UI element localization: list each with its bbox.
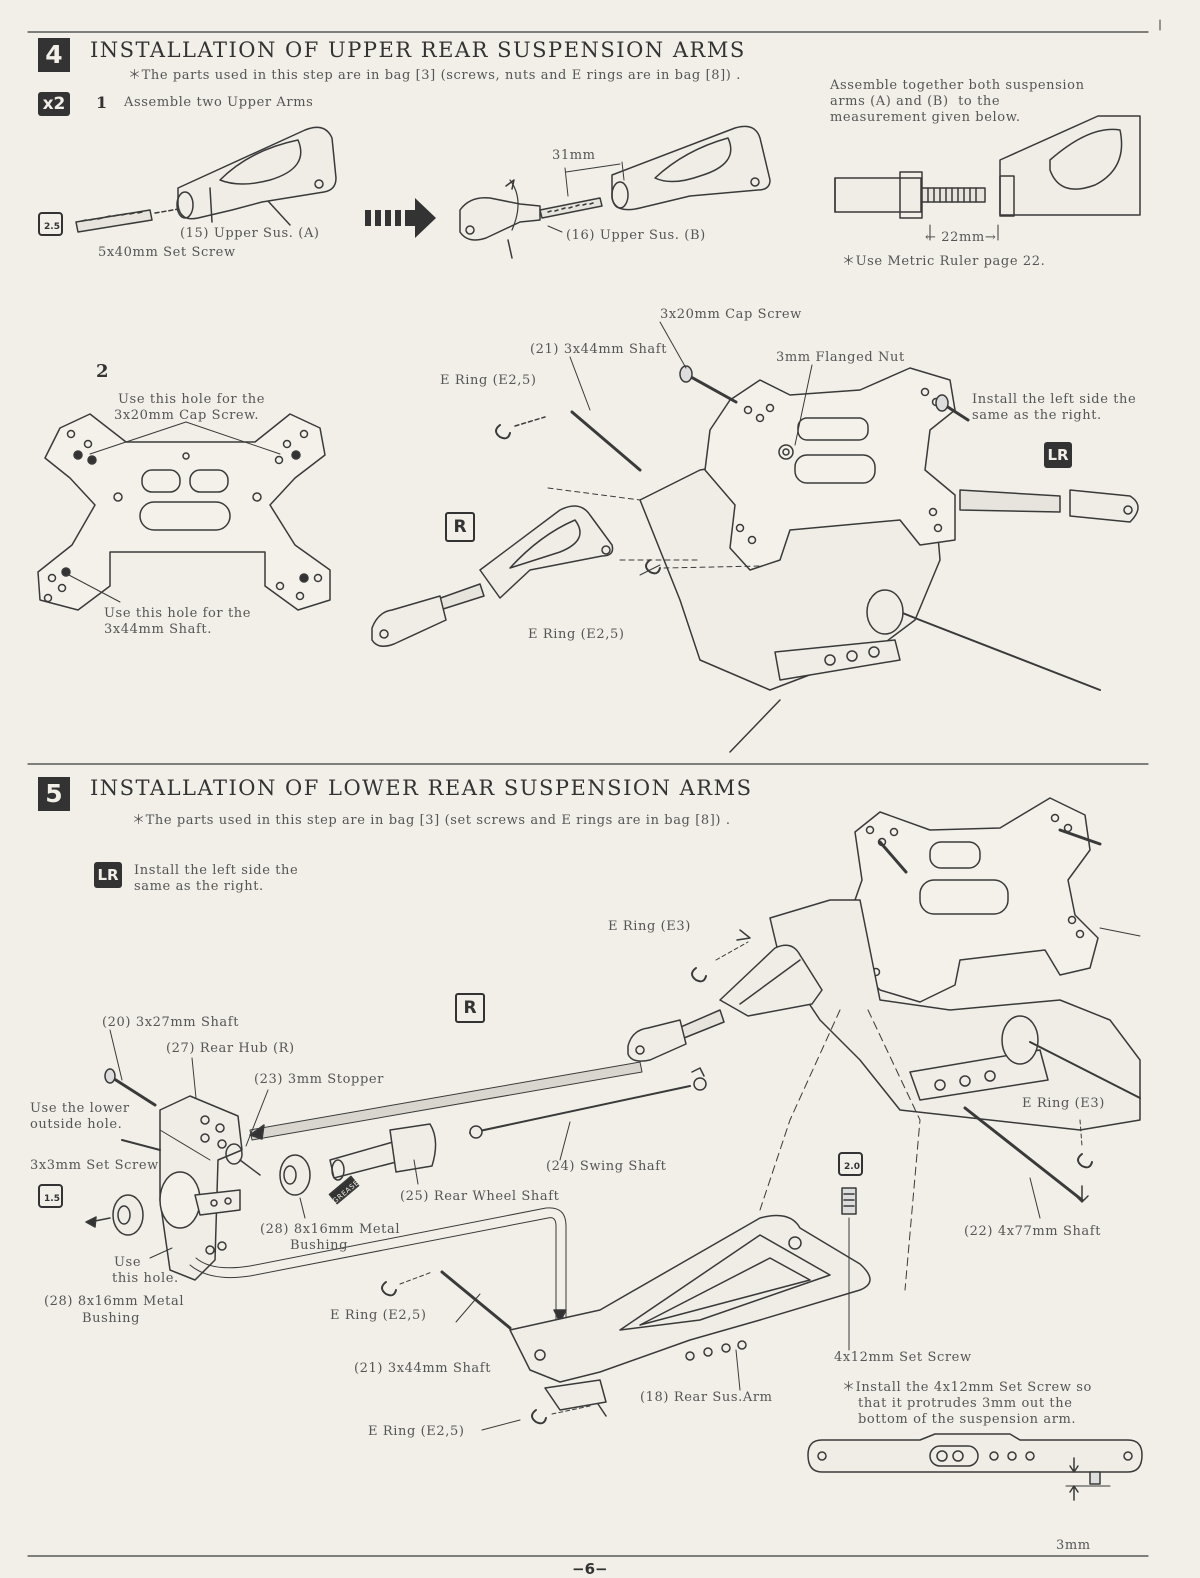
step-5-bag-note: ＊The parts used in this step are in bag … bbox=[132, 813, 731, 828]
set-screw-note-line-3: bottom of the suspension arm. bbox=[858, 1412, 1077, 1427]
label-metal-bushing-left-line-1: (28) 8x16mm Metal bbox=[44, 1294, 185, 1309]
use-this-hole-line-2: this hole. bbox=[112, 1271, 179, 1286]
lower-arm-assembly-drawing bbox=[85, 797, 1141, 1431]
label-rear-hub: (27) Rear Hub (R) bbox=[166, 1041, 295, 1056]
hole-note-top-line-2: 3x20mm Cap Screw. bbox=[114, 408, 260, 423]
label-3mm-protrusion: 3mm bbox=[1056, 1538, 1091, 1553]
label-3x44-shaft: (21) 3x44mm Shaft bbox=[530, 342, 668, 357]
right-side-icon: R bbox=[445, 512, 475, 542]
step-4-number: 4 bbox=[38, 38, 70, 72]
lower-hole-note-line-2: outside hole. bbox=[30, 1117, 123, 1132]
label-22mm: ← 22mm→ bbox=[925, 230, 997, 245]
label-metal-bushing-mid-line-2: Bushing bbox=[290, 1238, 349, 1253]
install-note-line-1: Install the left side the bbox=[134, 863, 299, 878]
label-5x40-set-screw: 5x40mm Set Screw bbox=[98, 245, 236, 260]
label-e-ring-top: E Ring (E2,5) bbox=[440, 373, 537, 388]
left-right-icon: LR bbox=[94, 862, 122, 888]
use-this-hole-line-1: Use bbox=[114, 1255, 142, 1270]
assemble-note-line-1: Assemble together both suspension bbox=[830, 78, 1085, 93]
label-e-ring-e25-mid: E Ring (E2,5) bbox=[330, 1308, 427, 1323]
step-4-title: INSTALLATION OF UPPER REAR SUSPENSION AR… bbox=[90, 38, 746, 62]
quantity-badge: x2 bbox=[38, 92, 70, 116]
set-screw-protrusion-detail bbox=[807, 1433, 1143, 1501]
label-rear-wheel-shaft: (25) Rear Wheel Shaft bbox=[400, 1189, 560, 1204]
label-e-ring-e25-bottom: E Ring (E2,5) bbox=[368, 1424, 465, 1439]
set-screw-note-line-1: ＊Install the 4x12mm Set Screw so bbox=[842, 1380, 1092, 1395]
upper-sus-a-drawing bbox=[176, 126, 337, 226]
substep-2-number: 2 bbox=[96, 361, 110, 382]
label-swing-shaft: (24) Swing Shaft bbox=[546, 1159, 667, 1174]
label-rear-sus-arm: (18) Rear Sus.Arm bbox=[640, 1390, 773, 1405]
label-3x44-shaft: (21) 3x44mm Shaft bbox=[354, 1361, 492, 1376]
assemble-note-line-3: measurement given below. bbox=[830, 110, 1021, 125]
hole-note-top-line-1: Use this hole for the bbox=[118, 392, 266, 407]
page-number: −6− bbox=[572, 1560, 608, 1578]
label-e-ring-e3-right: E Ring (E3) bbox=[1022, 1096, 1105, 1111]
label-4x12-set-screw: 4x12mm Set Screw bbox=[834, 1350, 972, 1365]
label-3x20-cap-screw: 3x20mm Cap Screw bbox=[660, 307, 802, 322]
label-e-ring-e3-top: E Ring (E3) bbox=[608, 919, 691, 934]
label-31mm: 31mm bbox=[552, 148, 596, 163]
metric-ruler-note: ＊Use Metric Ruler page 22. bbox=[842, 254, 1046, 269]
upper-arm-assembly-drawing bbox=[371, 321, 1139, 753]
shock-tower-plate-drawing bbox=[37, 413, 331, 611]
label-4x77-shaft: (22) 4x77mm Shaft bbox=[964, 1224, 1102, 1239]
right-side-icon: R bbox=[455, 993, 485, 1023]
label-3x3-set-screw: 3x3mm Set Screw bbox=[30, 1158, 159, 1173]
install-note-line-2: same as the right. bbox=[134, 879, 264, 894]
install-note-line-2: same as the right. bbox=[972, 408, 1102, 423]
step-5-title: INSTALLATION OF LOWER REAR SUSPENSION AR… bbox=[90, 776, 753, 800]
hex-wrench-icon: 1.5 bbox=[38, 1184, 63, 1208]
label-metal-bushing-left-line-2: Bushing bbox=[82, 1311, 141, 1326]
step-4-bag-note: ＊The parts used in this step are in bag … bbox=[128, 68, 741, 83]
measurement-22mm-drawing bbox=[834, 115, 1141, 241]
substep-1-text: Assemble two Upper Arms bbox=[124, 95, 314, 110]
left-right-icon: LR bbox=[1044, 442, 1072, 468]
hex-wrench-icon: 2.5 bbox=[38, 212, 63, 236]
assemble-note-line-2: arms (A) and (B) to the bbox=[830, 94, 1001, 109]
lower-hole-note-line-1: Use the lower bbox=[30, 1101, 130, 1116]
label-e-ring-bottom: E Ring (E2,5) bbox=[528, 627, 625, 642]
hole-note-bottom-line-1: Use this hole for the bbox=[104, 606, 252, 621]
label-3mm-stopper: (23) 3mm Stopper bbox=[254, 1072, 384, 1087]
label-3x27-shaft: (20) 3x27mm Shaft bbox=[102, 1015, 240, 1030]
install-note-line-1: Install the left side the bbox=[972, 392, 1137, 407]
hole-note-bottom-line-2: 3x44mm Shaft. bbox=[104, 622, 212, 637]
label-metal-bushing-mid-line-1: (28) 8x16mm Metal bbox=[260, 1222, 401, 1237]
label-3mm-flanged-nut: 3mm Flanged Nut bbox=[776, 350, 905, 365]
label-upper-sus-a: (15) Upper Sus. (A) bbox=[180, 226, 320, 241]
step-5-number: 5 bbox=[38, 777, 70, 811]
set-screw-note-line-2: that it protrudes 3mm out the bbox=[858, 1396, 1073, 1411]
hex-wrench-icon: 2.0 bbox=[838, 1152, 863, 1176]
set-screw-5x40-drawing bbox=[75, 207, 186, 233]
label-upper-sus-b: (16) Upper Sus. (B) bbox=[566, 228, 706, 243]
substep-1-number: 1 bbox=[96, 93, 108, 112]
process-arrow bbox=[365, 198, 436, 238]
upper-sus-b-drawing bbox=[459, 125, 771, 259]
